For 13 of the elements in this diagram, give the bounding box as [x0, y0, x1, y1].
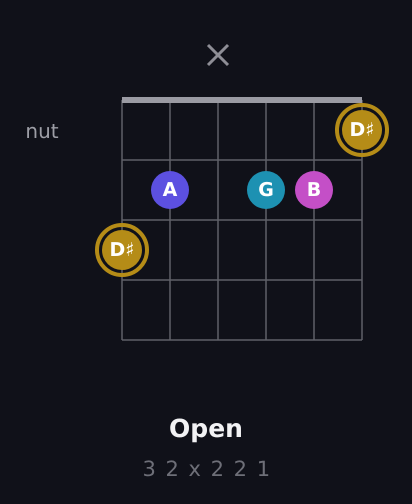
position-title: Open [169, 414, 243, 444]
note-dot [151, 171, 189, 209]
ringed-note-dot [335, 103, 389, 157]
note-dot [295, 171, 333, 209]
note-name: A [162, 180, 178, 200]
nut-label: nut [25, 119, 59, 143]
note-name: G [258, 180, 274, 200]
note-name: B [306, 180, 322, 200]
note-dot [247, 171, 285, 209]
ringed-note-dot [95, 223, 149, 277]
note-name: D♯ [350, 120, 374, 140]
note-name: D♯ [110, 240, 134, 260]
fingering-text: 3 2 x 2 2 1 [142, 457, 272, 482]
